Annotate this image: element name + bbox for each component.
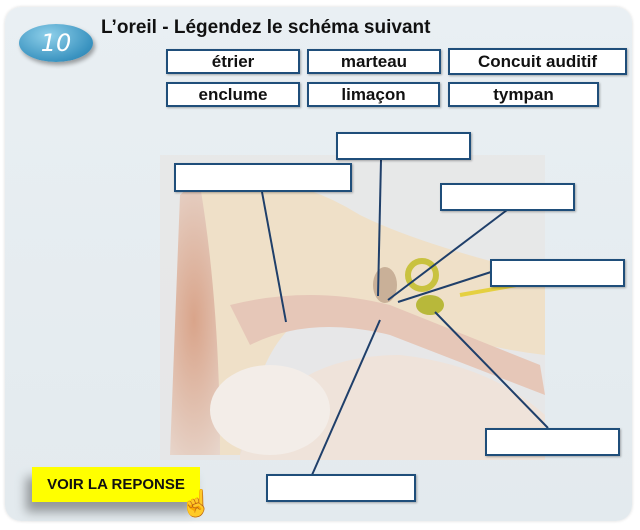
label-blank-3[interactable] [440, 183, 575, 211]
word-conduit-auditif[interactable]: Concuit auditif [448, 48, 627, 75]
word-etrier[interactable]: étrier [166, 49, 300, 74]
label-blank-5[interactable] [485, 428, 620, 456]
show-answer-button[interactable]: VOIR LA REPONSE [32, 467, 200, 502]
page-title: L’oreil - Légendez le schéma suivant [101, 17, 431, 38]
word-enclume[interactable]: enclume [166, 82, 300, 107]
exercise-number-badge: 10 [19, 24, 93, 62]
word-limacon[interactable]: limaçon [307, 82, 440, 107]
label-blank-6[interactable] [266, 474, 416, 502]
label-blank-1[interactable] [336, 132, 471, 160]
word-marteau[interactable]: marteau [307, 49, 441, 74]
pointer-hand-icon: ☝ [180, 488, 213, 518]
label-blank-4[interactable] [490, 259, 625, 287]
label-blank-2[interactable] [174, 163, 352, 192]
word-tympan[interactable]: tympan [448, 82, 599, 107]
